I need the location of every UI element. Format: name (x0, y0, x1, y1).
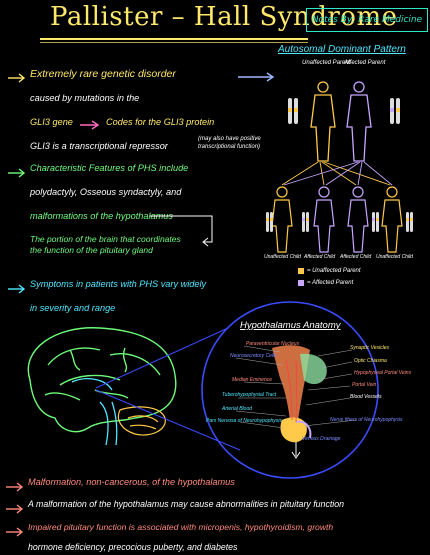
label-synaptic-vesicles: Synaptic Vesicles (350, 345, 389, 351)
child-2 (313, 186, 335, 253)
label-neurosecretory: Neurosecretory Cells (230, 353, 277, 359)
note-characteristic-features: Characteristic Features of PHS include (30, 163, 189, 173)
note-positive-function-1: (may also have positive (198, 136, 261, 142)
arrow-icon-1 (8, 68, 28, 87)
label-tuberohypophysial: Tuberohypophysial Tract (222, 392, 277, 398)
note-positive-function-2: transcriptional function) (198, 144, 261, 150)
legend-affected: = Affected Parent (307, 280, 354, 286)
child-3 (347, 186, 369, 253)
note-malformation-noncancerous: Malformation, non-cancerous, of the hypo… (28, 477, 235, 487)
label-blood-vessels: Blood Vessels (350, 394, 382, 400)
note-malformations: malformations of the hypothalamus (30, 211, 173, 221)
label-affected-child-1: Affected Child (304, 254, 336, 260)
brain-illustration (27, 327, 177, 433)
arrow-icon-5 (6, 499, 26, 518)
note-transcriptional-repressor: GLI3 is a transcriptional repressor (30, 141, 168, 151)
brainstem (71, 378, 118, 446)
arrow-icon-4 (6, 477, 26, 496)
inheritance-diagram (266, 81, 413, 286)
note-pituitary-abnormalities: A malformation of the hypothalamus may c… (28, 499, 345, 509)
legend-swatch-affected (298, 280, 304, 286)
child-1 (271, 186, 293, 253)
label-paraventricular: Paraventricular Nucleus (246, 341, 300, 347)
note-caused-by: caused by mutations in the (30, 93, 140, 103)
brain-anatomy-figure (27, 301, 379, 479)
title-underline-2 (40, 42, 308, 43)
label-unaffected-child-1: Unaffected Child (264, 254, 301, 260)
note-brain-portion: The portion of the brain that coordinate… (30, 234, 181, 244)
bracket-arrow-icon (150, 214, 220, 252)
note-gli3-gene: GLI3 gene (30, 117, 73, 127)
label-venous-drainage: Venous Drainage (302, 436, 341, 442)
note-impaired-pituitary: Impaired pituitary function is associate… (28, 522, 334, 532)
affected-parent-figure (346, 81, 372, 162)
hypothalamus-circle (201, 301, 379, 479)
label-hypophyseal-portal: Hypophyseal Portal Veins (354, 370, 412, 376)
note-codes-protein: Codes for the GLI3 protein (106, 117, 215, 127)
child-4 (381, 186, 403, 253)
arrow-icon-6 (6, 522, 26, 541)
label-arterial-blood: Arterial Blood (222, 406, 253, 412)
legend-unaffected: = Unaffected Parent (307, 268, 361, 274)
label-unaffected-parent: Unaffected Parent (302, 60, 351, 66)
unaffected-parent-figure (310, 81, 336, 162)
label-pars-nervosa: Pars Nervosa of Neurohypophysis (206, 418, 282, 424)
note-hormone-deficiency: hormone deficiency, precocious puberty, … (28, 542, 238, 552)
chromosome-affected-parent (390, 98, 400, 124)
label-median-eminence: Median Eminence (232, 377, 273, 383)
arrow-to-pattern-icon (238, 68, 278, 87)
cerebellum (117, 406, 166, 436)
note-symptoms-vary: Symptoms in patients with PHS vary widel… (30, 279, 207, 289)
note-rare-disorder: Extremely rare genetic disorder (30, 68, 176, 80)
note-severity-range: in severity and range (30, 303, 116, 313)
legend-swatch-unaffected (298, 268, 304, 274)
hypothalamus-illustration (272, 345, 327, 443)
page-title: Pallister – Hall Syndrome (50, 2, 398, 32)
label-affected-child-2: Affected Child (340, 254, 372, 260)
label-unaffected-child-2: Unaffected Child (376, 254, 413, 260)
arrow-icon-gli3 (80, 116, 102, 135)
label-nerve-fibers: Nerve fibers of Neurohypophysis (330, 417, 403, 423)
arrow-icon-3 (8, 279, 28, 298)
label-optic-chiasma: Optic Chiasma (354, 358, 387, 364)
label-portal-vein: Portal Vein (352, 382, 377, 388)
label-affected-parent: Affected Parent (344, 60, 386, 66)
arrow-icon-2 (8, 163, 28, 182)
chromosome-unaffected-parent (288, 98, 298, 124)
title-underline (40, 38, 308, 40)
notes-badge: Notes By: Rare Medicine (306, 8, 428, 32)
hypothalamus-heading: Hypothalamus Anatomy (240, 320, 341, 331)
note-pituitary-function: the function of the pituitary gland (30, 245, 153, 255)
note-polydactyly: polydactyly, Osseous syndactyly, and (30, 187, 182, 197)
inheritance-heading: Autosomal Dominant Pattern (278, 44, 406, 55)
